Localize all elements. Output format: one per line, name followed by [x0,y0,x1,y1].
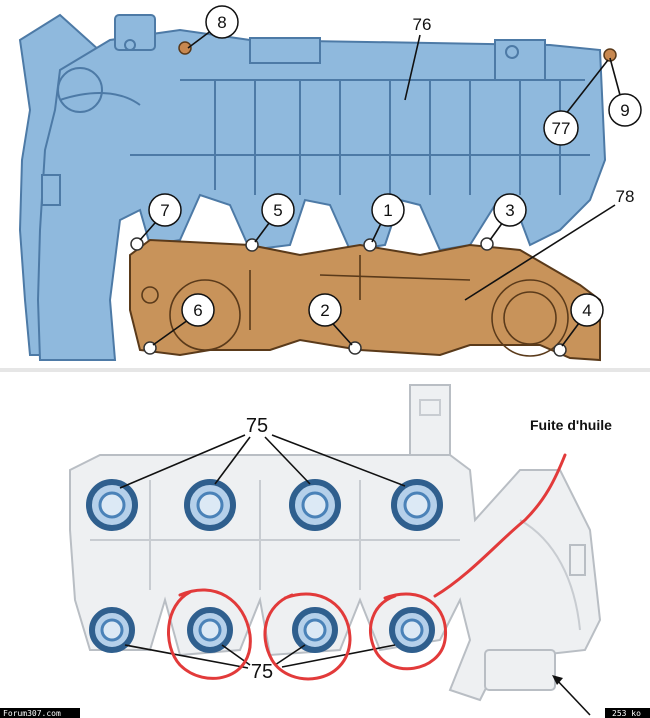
callout-4-label: 4 [582,301,591,320]
callout-6: 6 [181,293,215,327]
sensor-block [41,174,61,206]
leaders-75-top [119,434,406,489]
callout-4: 4 [570,293,604,327]
mounting-bosses [114,14,546,81]
seals-bottom-row [89,607,435,653]
bottom-manifold-diagram: 75 75 Fuite d'huile [69,384,612,716]
footer-right-text: 253 ko [612,709,641,718]
seals-top-inner [98,491,431,519]
top-manifold-diagram: 8 76 9 77 78 7 5 1 3 [18,5,642,362]
callout-1-label: 1 [383,201,392,220]
orange-cover-details [141,255,569,357]
red-circle-3 [369,592,448,671]
callout-7: 7 [148,193,182,227]
manifold-body [36,28,607,361]
callout-2: 2 [308,293,342,327]
leaders-75-bottom [124,644,396,669]
red-leak-path [433,453,567,598]
seals-bottom-inner [100,618,424,642]
grey-manifold-ribs [90,384,586,691]
orange-cover [129,238,601,362]
callout-78: 78 [616,187,635,206]
callout-2-label: 2 [320,301,329,320]
callout-5-label: 5 [273,201,282,220]
oil-leak-annotation: Fuite d'huile [530,417,612,433]
red-circle-1 [167,588,252,680]
callout-8: 8 [205,5,239,39]
flange-arrow-head [552,675,563,685]
callout-3: 3 [493,193,527,227]
label-75-bottom: 75 [251,661,273,683]
callout-8-label: 8 [217,13,226,32]
callout-76: 76 [413,15,432,34]
flange-arrow [554,677,591,716]
footer-bar: Forum307.com 253 ko [0,708,650,718]
callout-76-label: 76 [413,15,432,34]
manifold-ribs [57,67,590,195]
section-divider [0,368,650,372]
callout-7-label: 7 [160,201,169,220]
oil-leak-markers [167,453,567,681]
label-75-top: 75 [246,415,268,437]
callout-5: 5 [261,193,295,227]
callout-77: 77 [543,110,579,146]
callout-9: 9 [608,93,642,127]
callout-1: 1 [371,193,405,227]
callout-78-label: 78 [616,187,635,206]
callout-77-label: 77 [552,119,571,138]
callout-3-label: 3 [505,201,514,220]
footer-left-text: Forum307.com [3,709,61,718]
callout-6-label: 6 [193,301,202,320]
callout-9-label: 9 [620,101,629,120]
red-circle-2 [263,592,352,681]
